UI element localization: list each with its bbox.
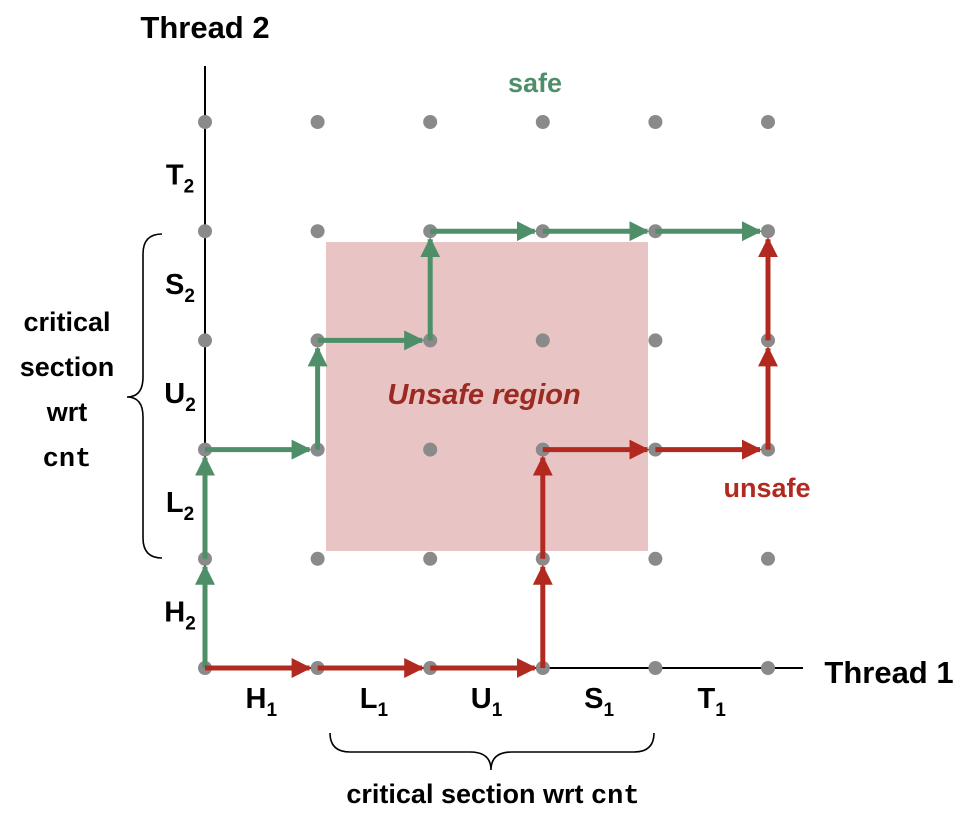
grid-dot <box>198 224 212 239</box>
thread1-critical-brace <box>329 732 655 771</box>
thread2-segment-label: U2 <box>164 378 196 416</box>
grid-dot <box>648 551 663 566</box>
thread1-critical-section-label: critical section wrt cnt <box>346 779 639 812</box>
grid-dot <box>761 661 775 675</box>
thread1-segment-label: S1 <box>584 683 614 721</box>
thread2-segment-labels: H2 L2 U2 S2 T2 <box>164 160 196 635</box>
thread1-segment-labels: H1 L1 U1 S1 T1 <box>246 683 727 721</box>
grid-dot <box>423 551 438 566</box>
thread2-critical-code: cnt <box>43 445 92 475</box>
grid-dot <box>198 333 212 348</box>
thread2-segment-label: S2 <box>165 269 195 307</box>
thread2-segment-label: L2 <box>166 487 194 525</box>
grid-dot <box>648 115 663 129</box>
thread1-segment-label: U1 <box>471 683 503 721</box>
unsafe-region <box>326 242 648 551</box>
grid-dot <box>423 115 438 129</box>
grid-dot <box>310 224 325 239</box>
thread1-segment-label: L1 <box>360 683 389 721</box>
grid-dot <box>535 115 550 129</box>
grid-dot <box>535 333 550 348</box>
safe-trajectory <box>195 221 762 668</box>
grid-dot <box>310 115 325 129</box>
unsafe-region-label: Unsafe region <box>387 379 580 411</box>
thread1-axis-title: Thread 1 <box>824 655 953 690</box>
thread1-segment-label: T1 <box>698 683 727 721</box>
thread2-critical-line1: critical <box>23 307 110 337</box>
thread2-critical-line3: wrt <box>46 397 88 427</box>
grid-dot <box>648 661 663 675</box>
grid-dot <box>761 551 775 566</box>
grid-dot <box>761 115 775 129</box>
grid-dot <box>761 224 775 239</box>
thread2-axis-title: Thread 2 <box>140 10 269 45</box>
grid-dot <box>648 333 663 348</box>
thread2-segment-label: H2 <box>164 596 196 634</box>
thread2-segment-label: T2 <box>166 160 194 198</box>
grid-dot <box>198 115 212 129</box>
thread2-critical-line2: section <box>20 352 115 382</box>
grid-dot <box>423 442 438 457</box>
safe-label: safe <box>508 68 562 98</box>
grid-dot <box>310 551 325 566</box>
thread2-critical-brace <box>126 233 163 559</box>
unsafe-trajectory <box>205 237 778 678</box>
unsafe-label: unsafe <box>723 473 810 503</box>
thread1-segment-label: H1 <box>246 683 278 721</box>
